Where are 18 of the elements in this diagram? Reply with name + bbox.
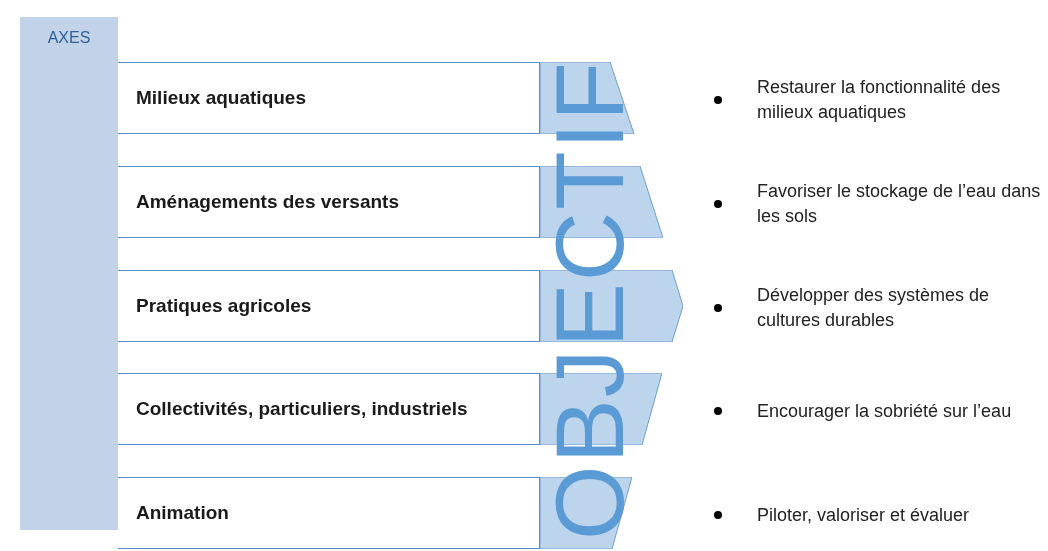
objective-text: Restaurer la fonctionnalité des milieux aquatiques — [757, 76, 1002, 125]
axis-label: Milieux aquatiques — [136, 87, 306, 109]
axis-label: Animation — [136, 502, 229, 524]
objective-text: Favoriser le stockage de l’eau dans les sols — [757, 180, 1042, 229]
objective-text: Développer des systèmes de cultures durables — [757, 284, 991, 333]
axis-label: Aménagements des versants — [136, 191, 399, 213]
axis-box — [118, 166, 540, 238]
axis-box — [118, 270, 540, 342]
axis-label: Collectivités, particuliers, industriels — [136, 398, 468, 420]
axis-box — [118, 373, 540, 445]
objective-text: Piloter, valoriser et évaluer — [757, 503, 971, 527]
objective-text: Encourager la sobriété sur l’eau — [757, 399, 1013, 423]
axis-box — [118, 477, 540, 549]
axis-label: Pratiques agricoles — [136, 295, 312, 317]
column-heading: AXES — [46, 29, 92, 47]
vertical-heading: OBJECTIF — [542, 60, 638, 540]
axis-box — [118, 62, 540, 134]
axis-column-bar — [20, 17, 118, 530]
